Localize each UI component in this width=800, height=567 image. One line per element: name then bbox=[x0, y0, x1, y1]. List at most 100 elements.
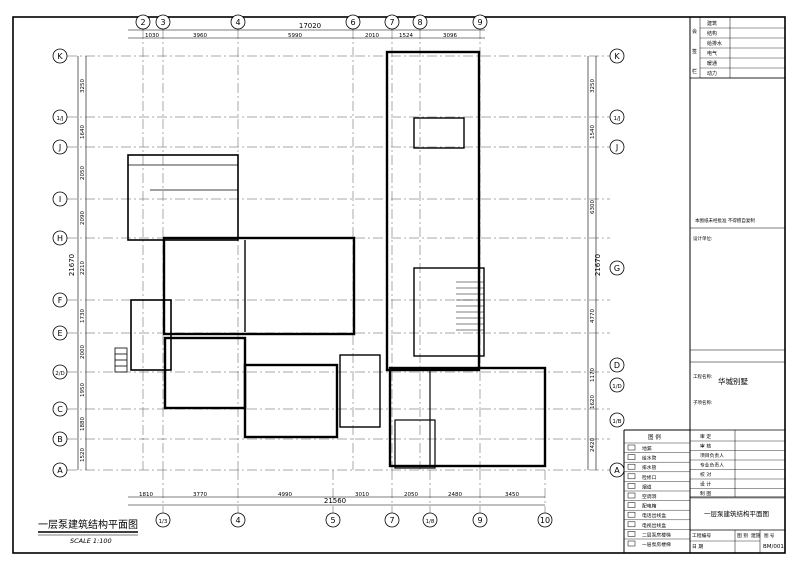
dim-left-3: 2090 bbox=[80, 211, 86, 225]
entry-vestibule bbox=[339, 354, 381, 428]
grid-bubble-left-E: E bbox=[52, 325, 68, 341]
grid-bubble-left-C: C bbox=[52, 401, 68, 417]
dim-bottom-3: 3010 bbox=[355, 492, 369, 498]
dim-left-6: 2000 bbox=[80, 345, 86, 359]
notice-text: 本图纸未经批准 不得擅自复制 bbox=[695, 217, 755, 224]
legend-item-1: 给水管 bbox=[642, 455, 657, 462]
svg-text:J: J bbox=[615, 143, 618, 152]
svg-text:6: 6 bbox=[350, 18, 355, 27]
grid-bubble-right-J: J bbox=[609, 139, 625, 155]
legend-item-10: 一层泵房楼梯 bbox=[642, 541, 671, 548]
legend-symbol-icon bbox=[627, 454, 636, 460]
dim-bottom-6: 3450 bbox=[505, 492, 519, 498]
east-wing-wall bbox=[385, 50, 481, 372]
drawing-scale: SCALE 1:100 bbox=[70, 537, 112, 545]
grid-bubble-right-K: K bbox=[609, 48, 625, 64]
approval-role-4: 暖通 bbox=[707, 60, 717, 67]
legend-symbol-icon bbox=[627, 473, 636, 480]
grid-bubble-right-1/B: 1/B bbox=[609, 412, 625, 428]
dim-left-4: 2210 bbox=[80, 261, 86, 275]
svg-text:9: 9 bbox=[477, 516, 482, 525]
approval-group-4: 栏 bbox=[692, 68, 697, 75]
legend-symbol-icon bbox=[627, 511, 636, 518]
grid-bubble-left-B: B bbox=[52, 431, 68, 447]
svg-text:9: 9 bbox=[477, 18, 482, 27]
staff-role-5: 设 计 bbox=[700, 481, 711, 488]
legend-symbol-icon bbox=[627, 492, 636, 499]
legend-item-9: 二层泵房楼梯 bbox=[642, 531, 671, 538]
svg-text:7: 7 bbox=[389, 18, 394, 27]
grid-bubble-right-D: D bbox=[609, 357, 625, 373]
project-name: 华城别墅 bbox=[718, 376, 748, 386]
legend-symbol-icon bbox=[627, 521, 636, 528]
south-room-1 bbox=[163, 336, 247, 410]
dim-top-0: 1030 bbox=[145, 33, 159, 39]
approval-role-0: 建筑 bbox=[707, 20, 717, 27]
terrace-rails bbox=[128, 164, 238, 191]
legend-symbol-icon bbox=[627, 502, 636, 508]
svg-text:D: D bbox=[614, 361, 620, 370]
west-steps bbox=[114, 347, 128, 373]
svg-text:1/J: 1/J bbox=[614, 116, 621, 122]
grid-bubble-bottom-10: 10 bbox=[537, 512, 553, 528]
grid-bubble-bottom-1/8: 1/8 bbox=[422, 512, 438, 528]
legend-symbol-icon bbox=[627, 463, 636, 470]
grid-bubble-right-G: G bbox=[609, 260, 625, 276]
dim-top-4: 1524 bbox=[399, 33, 413, 39]
grid-bubble-bottom-7: 7 bbox=[384, 512, 400, 528]
svg-text:1/3: 1/3 bbox=[159, 519, 168, 525]
drawing-title: 一层泵建筑结构平面图 bbox=[38, 518, 138, 531]
dim-right-2: 6300 bbox=[590, 200, 596, 214]
project-label: 工程名称: bbox=[693, 373, 713, 380]
svg-text:1/J: 1/J bbox=[57, 116, 64, 122]
building-walls bbox=[114, 50, 547, 469]
title-block: 本图纸未经批准 不得擅自复制 设计单位: 工程名称: 华城别墅 子项名称: 图 … bbox=[623, 16, 786, 554]
legend-symbol-icon bbox=[627, 531, 636, 537]
svg-text:F: F bbox=[58, 296, 63, 305]
grid-bubble-top-9: 9 bbox=[472, 14, 488, 30]
grid-bubble-left-J: J bbox=[52, 139, 68, 155]
svg-text:4: 4 bbox=[235, 516, 240, 525]
overall-bottom-dim: 21560 bbox=[324, 497, 346, 505]
south-room-2 bbox=[243, 363, 339, 439]
footer-label-1: 图 别 bbox=[737, 532, 748, 539]
svg-text:K: K bbox=[57, 52, 63, 61]
dim-right-0: 3250 bbox=[590, 79, 596, 93]
svg-text:I: I bbox=[59, 195, 61, 204]
grid-bubble-left-1/J: 1/J bbox=[52, 109, 68, 125]
svg-text:1/D: 1/D bbox=[612, 384, 622, 390]
grid-bubble-left-K: K bbox=[52, 48, 68, 64]
legend-item-6: 配电箱 bbox=[642, 503, 657, 510]
sheet-number: BM/001 bbox=[763, 544, 784, 550]
legend-item-2: 排水管 bbox=[642, 464, 657, 471]
small-store-room bbox=[394, 419, 436, 469]
grid-bubble-top-2: 2 bbox=[135, 14, 151, 30]
dim-top-5: 3096 bbox=[443, 33, 457, 39]
dim-left-8: 1880 bbox=[80, 417, 86, 431]
drawing-border bbox=[12, 16, 786, 554]
dim-left-1: 1640 bbox=[80, 125, 86, 139]
dim-bottom-2: 4990 bbox=[278, 492, 292, 498]
dim-bottom-1: 3770 bbox=[193, 492, 207, 498]
svg-text:2: 2 bbox=[140, 18, 145, 27]
legend-item-4: 烟道 bbox=[642, 483, 652, 490]
staff-role-3: 专业负责人 bbox=[700, 462, 724, 469]
staff-role-2: 项目负责人 bbox=[700, 452, 724, 459]
approval-group-2: 签 bbox=[692, 48, 697, 55]
svg-text:C: C bbox=[57, 405, 63, 414]
grid-bubble-left-H: H bbox=[52, 230, 68, 246]
main-block-wall bbox=[162, 236, 356, 336]
dim-bottom-0: 1810 bbox=[139, 492, 153, 498]
grid-bubble-right-1/J: 1/J bbox=[609, 109, 625, 125]
grid-bubble-top-8: 8 bbox=[412, 14, 428, 30]
dim-left-5: 1730 bbox=[80, 309, 86, 323]
grid-bubble-right-1/D: 1/D bbox=[609, 377, 625, 393]
dim-left-2: 2050 bbox=[80, 166, 86, 180]
dim-right-1: 1540 bbox=[590, 125, 596, 139]
svg-text:2/D: 2/D bbox=[55, 371, 65, 377]
dim-top-2: 5990 bbox=[288, 33, 302, 39]
title-block-drawing-name: 一层泵建筑结构平面图 bbox=[704, 509, 769, 518]
grid-bubble-top-6: 6 bbox=[345, 14, 361, 30]
